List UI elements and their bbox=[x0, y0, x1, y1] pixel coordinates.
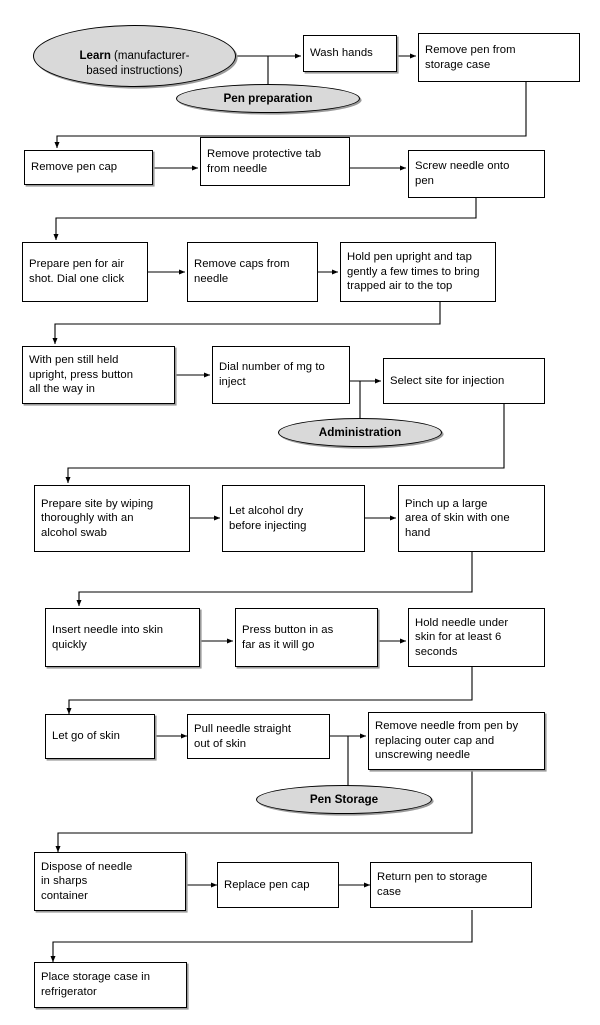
step-let-alcohol-dry-label: Let alcohol dry before injecting bbox=[229, 504, 307, 532]
step-let-alcohol-dry: Let alcohol dry before injecting bbox=[222, 485, 365, 552]
step-press-button-in-as-far: Press button in as far as it will go bbox=[235, 608, 378, 667]
phase-learn-label-bold: Learn bbox=[79, 49, 111, 62]
step-remove-caps-from-needle-label: Remove caps from needle bbox=[194, 258, 290, 285]
step-remove-pen-from-storage-case-label: Remove pen from storage case bbox=[425, 43, 516, 71]
step-remove-pen-from-storage-case: Remove pen from storage case bbox=[418, 33, 580, 82]
edge-return-pen-to-refrigerator bbox=[50, 910, 473, 963]
step-place-storage-case-in-refrigerator-label: Place storage case in refrigerator bbox=[41, 971, 151, 998]
step-remove-protective-tab: Remove protective tab from needle bbox=[200, 137, 350, 186]
edge-hold-tap-to-press-button bbox=[52, 302, 441, 345]
step-hold-pen-upright-tap: Hold pen upright and tap gently a few ti… bbox=[340, 242, 496, 302]
phase-pen-preparation: Pen preparation bbox=[176, 84, 360, 113]
step-select-site-for-injection-label: Select site for injection bbox=[390, 374, 505, 387]
step-dial-number-of-mg: Dial number of mg to inject bbox=[212, 346, 350, 404]
phase-learn-label: Learn (manufacturer- based instructions) bbox=[80, 34, 190, 79]
phase-pen-preparation-label: Pen preparation bbox=[223, 92, 313, 105]
step-hold-needle-under-skin: Hold needle under skin for at least 6 se… bbox=[408, 608, 545, 667]
phase-learn-label-rest: (manufacturer- based instructions) bbox=[86, 49, 190, 77]
step-dispose-of-needle: Dispose of needle in sharps container bbox=[34, 852, 186, 911]
step-pull-needle-straight-out: Pull needle straight out of skin bbox=[187, 714, 330, 759]
step-dispose-of-needle-label: Dispose of needle in sharps container bbox=[41, 860, 133, 902]
step-dial-number-of-mg-label: Dial number of mg to inject bbox=[219, 361, 325, 388]
step-remove-pen-cap: Remove pen cap bbox=[24, 150, 153, 185]
step-prepare-site-alcohol-swab: Prepare site by wiping thoroughly with a… bbox=[34, 485, 190, 552]
phase-administration: Administration bbox=[278, 418, 442, 447]
step-insert-needle-into-skin: Insert needle into skin quickly bbox=[45, 608, 200, 667]
edge-screw-to-prepare bbox=[53, 198, 477, 241]
phase-pen-storage-label: Pen Storage bbox=[309, 793, 379, 806]
step-screw-needle-onto-pen: Screw needle onto pen bbox=[408, 150, 545, 198]
step-insert-needle-into-skin-label: Insert needle into skin quickly bbox=[52, 623, 164, 651]
step-wash-hands-label: Wash hands bbox=[310, 47, 373, 60]
step-remove-needle-from-pen: Remove needle from pen by replacing oute… bbox=[368, 712, 545, 770]
step-wash-hands: Wash hands bbox=[303, 35, 397, 72]
phase-administration-label: Administration bbox=[318, 426, 402, 439]
step-prepare-pen-air-shot-label: Prepare pen for air shot. Dial one click bbox=[29, 258, 125, 285]
step-remove-needle-from-pen-label: Remove needle from pen by replacing oute… bbox=[375, 720, 519, 762]
step-press-button-all-the-way-in: With pen still held upright, press butto… bbox=[22, 346, 175, 404]
step-hold-pen-upright-tap-label: Hold pen upright and tap gently a few ti… bbox=[347, 251, 480, 293]
step-remove-protective-tab-label: Remove protective tab from needle bbox=[207, 147, 322, 175]
edge-hold-needle-to-let-go bbox=[66, 667, 473, 715]
step-remove-pen-cap-label: Remove pen cap bbox=[31, 161, 118, 174]
step-pinch-up-skin-label: Pinch up a large area of skin with one h… bbox=[405, 497, 510, 539]
phase-learn: Learn (manufacturer- based instructions) bbox=[33, 25, 236, 87]
edge-remove-needle-to-dispose bbox=[55, 770, 473, 853]
step-pull-needle-straight-out-label: Pull needle straight out of skin bbox=[194, 722, 292, 750]
step-let-go-of-skin: Let go of skin bbox=[45, 714, 155, 759]
step-prepare-pen-air-shot: Prepare pen for air shot. Dial one click bbox=[22, 242, 148, 302]
phase-pen-storage: Pen Storage bbox=[256, 785, 432, 814]
step-replace-pen-cap-label: Replace pen cap bbox=[224, 878, 310, 891]
step-hold-needle-under-skin-label: Hold needle under skin for at least 6 se… bbox=[415, 616, 509, 658]
step-place-storage-case-in-refrigerator: Place storage case in refrigerator bbox=[34, 962, 187, 1008]
step-let-go-of-skin-label: Let go of skin bbox=[52, 730, 120, 743]
edge-select-site-to-prepare-site bbox=[65, 404, 505, 484]
edge-pinch-to-insert bbox=[76, 552, 473, 607]
step-replace-pen-cap: Replace pen cap bbox=[217, 862, 339, 908]
step-press-button-in-as-far-label: Press button in as far as it will go bbox=[242, 623, 334, 651]
step-press-button-all-the-way-in-label: With pen still held upright, press butto… bbox=[29, 354, 134, 396]
step-remove-caps-from-needle: Remove caps from needle bbox=[187, 242, 318, 302]
step-return-pen-to-storage-case: Return pen to storage case bbox=[370, 862, 532, 908]
step-screw-needle-onto-pen-label: Screw needle onto pen bbox=[415, 160, 510, 187]
step-select-site-for-injection: Select site for injection bbox=[383, 358, 545, 404]
step-prepare-site-alcohol-swab-label: Prepare site by wiping thoroughly with a… bbox=[41, 497, 154, 539]
step-pinch-up-skin: Pinch up a large area of skin with one h… bbox=[398, 485, 545, 552]
step-return-pen-to-storage-case-label: Return pen to storage case bbox=[377, 871, 488, 898]
